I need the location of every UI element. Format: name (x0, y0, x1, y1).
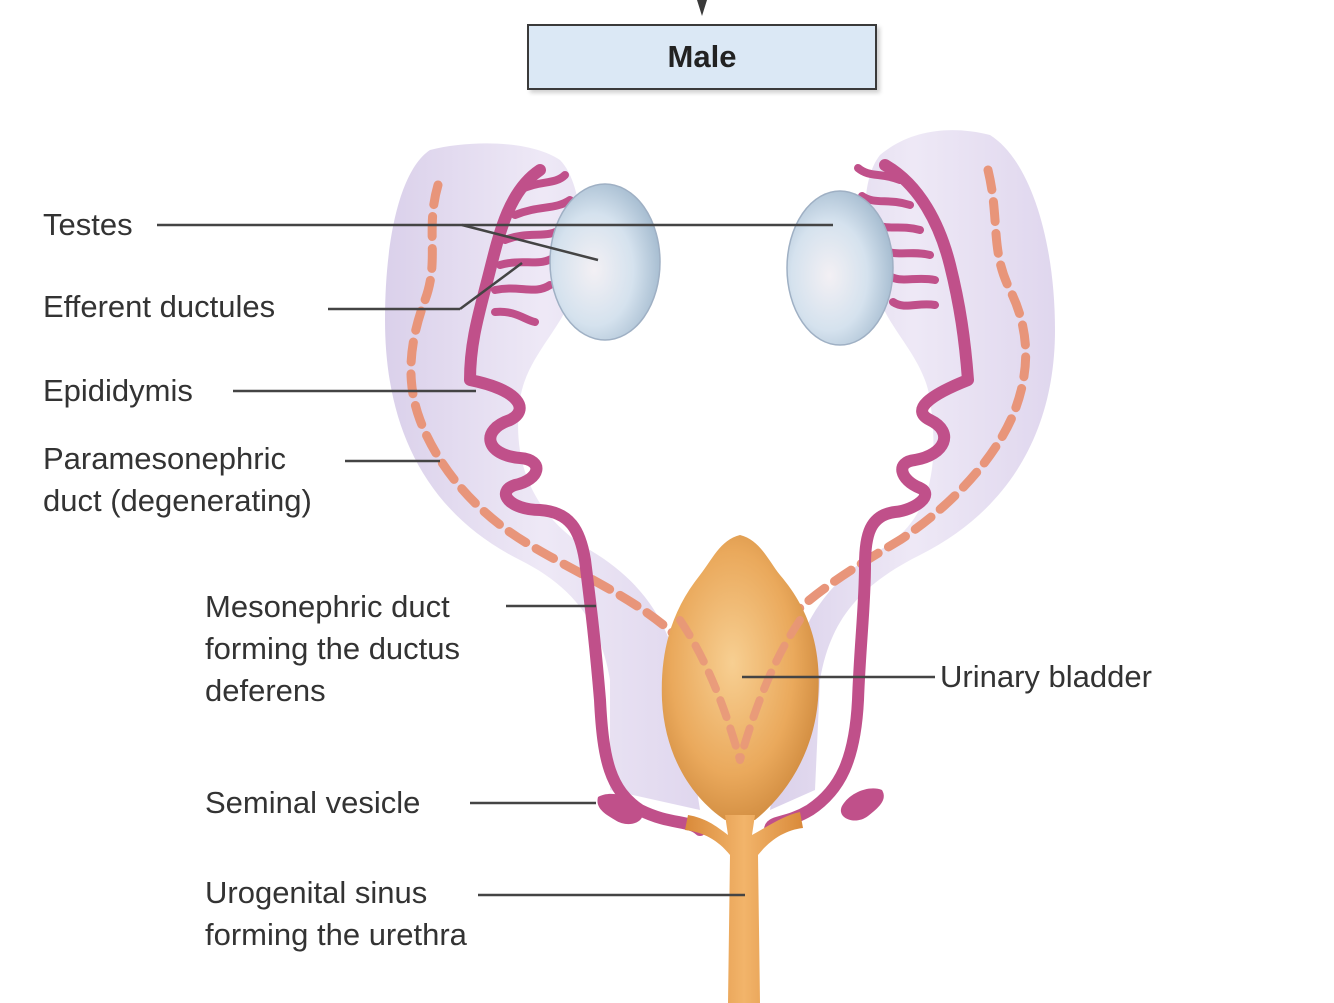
label-efferent-ductules: Efferent ductules (43, 289, 276, 324)
label-urinary-bladder: Urinary bladder (940, 659, 1152, 694)
diagram-title-box: Male (527, 24, 877, 90)
right-seminal-vesicle (840, 788, 884, 821)
right-testis (786, 190, 894, 346)
left-mesonephric-duct (464, 164, 706, 836)
bladder-paramesonephric-overlay (676, 616, 804, 764)
urogenital-sinus-shape (685, 812, 803, 1003)
label-seminal-vesicle: Seminal vesicle (205, 785, 421, 820)
label-paramesonephric-line1: Paramesonephric (43, 441, 286, 476)
urinary-bladder-shape (661, 535, 819, 820)
label-testes: Testes (43, 207, 133, 242)
right-mesonephric-duct (764, 159, 974, 836)
label-mesonephric-line3: deferens (205, 673, 326, 708)
left-genital-sheath (385, 143, 700, 810)
leader-lines (157, 223, 935, 897)
label-urogenital-line2: forming the urethra (205, 917, 467, 952)
label-mesonephric-line2: forming the ductus (205, 631, 461, 666)
right-genital-sheath (770, 130, 1055, 810)
label-urogenital-line1: Urogenital sinus (205, 875, 428, 910)
label-epididymis: Epididymis (43, 373, 193, 408)
left-seminal-vesicle (597, 793, 643, 825)
label-mesonephric-line1: Mesonephric duct (205, 589, 450, 624)
diagram-title: Male (667, 39, 737, 74)
label-paramesonephric-line2: duct (degenerating) (43, 483, 312, 518)
arrow-tip-icon (697, 0, 707, 16)
left-testis (549, 183, 661, 341)
